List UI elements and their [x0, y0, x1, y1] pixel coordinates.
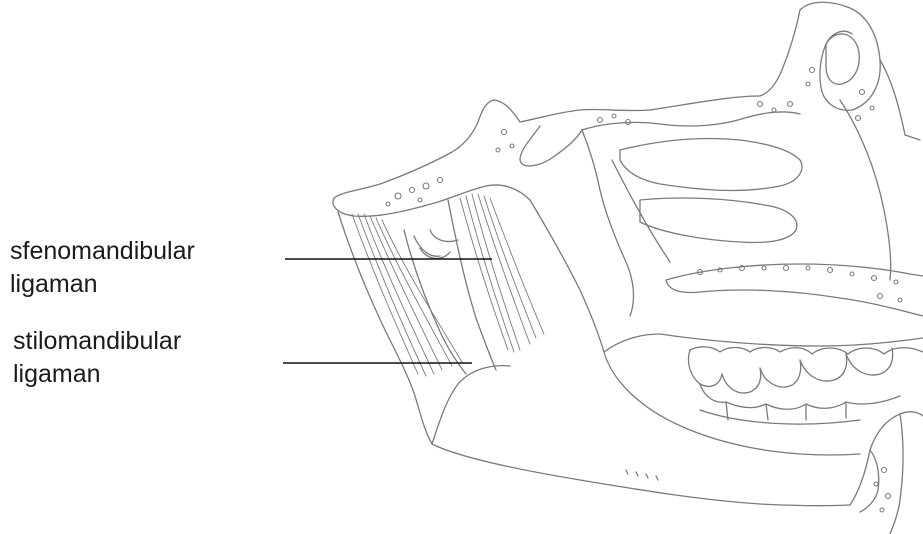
sphenomandibular-label-line1: sfenomandibular	[10, 235, 195, 268]
stylomandibular-ligament-label: stilomandibular ligaman	[13, 325, 181, 391]
sphenomandibular-label-line2: ligaman	[10, 268, 195, 301]
zygomatic-arch-upper	[520, 96, 760, 122]
orbit-outline	[800, 2, 880, 110]
palate	[666, 264, 923, 280]
ramus-posterior	[338, 212, 432, 444]
stylomandibular-label-line2: ligaman	[13, 358, 181, 391]
pterygoid-plate	[448, 200, 496, 370]
bone-pores	[386, 68, 902, 513]
ramus-anterior	[530, 200, 604, 352]
frontal-process	[760, 10, 800, 96]
teeth-upper	[690, 347, 923, 354]
sphenomandibular-ligament	[460, 194, 544, 352]
temporal-base	[333, 152, 530, 216]
maxilla-contour	[582, 130, 633, 316]
sphenomandibular-ligament-label: sfenomandibular ligaman	[10, 235, 195, 301]
orbit-inner	[826, 34, 859, 84]
stylomandibular-label-line1: stilomandibular	[13, 325, 181, 358]
